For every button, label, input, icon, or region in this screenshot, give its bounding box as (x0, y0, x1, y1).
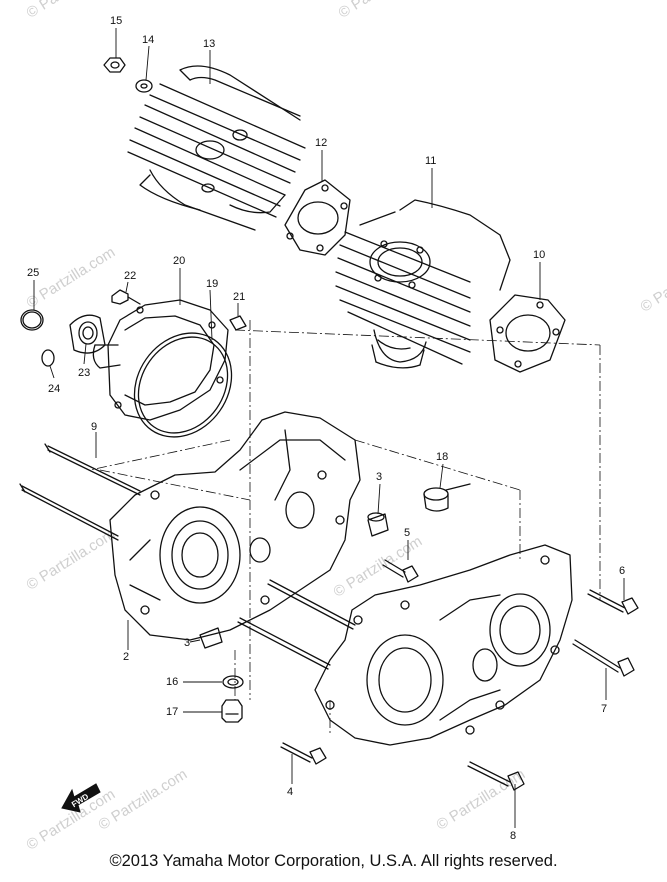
callout-22: 22 (124, 270, 137, 282)
callout-2: 2 (123, 651, 130, 663)
bolt (467, 761, 525, 791)
left-crankcase (109, 411, 361, 641)
callout-25: 25 (27, 267, 40, 279)
callout-5: 5 (404, 527, 411, 539)
o-ring-small (41, 349, 55, 367)
bolt (572, 639, 635, 677)
callout-3: 3 (376, 471, 383, 483)
leader-lines (33, 28, 625, 828)
callout-21: 21 (233, 291, 246, 303)
cylinder (335, 199, 511, 369)
head-gasket (284, 179, 351, 256)
crankcase-cover (92, 299, 229, 421)
callout-18: 18 (436, 451, 449, 463)
plug (423, 483, 471, 512)
gasket-washer (222, 675, 244, 689)
base-gasket (489, 294, 566, 373)
callout-10: 10 (533, 249, 546, 261)
callout-9: 9 (91, 421, 98, 433)
callout-14: 14 (142, 34, 155, 46)
right-crankcase (314, 544, 573, 746)
callout-16: 16 (166, 676, 179, 688)
alignment-lines (89, 320, 601, 735)
bolt (111, 289, 141, 305)
callout-3: 3 (184, 637, 191, 649)
cylinder-head (127, 65, 306, 231)
dowel (199, 512, 389, 649)
callout-24: 24 (48, 383, 61, 395)
o-ring (20, 309, 44, 331)
oil-seal (69, 314, 106, 354)
callout-20: 20 (173, 255, 186, 267)
callout-12: 12 (315, 137, 328, 149)
callout-15: 15 (110, 15, 123, 27)
stud-bolt (19, 443, 141, 541)
bolt (280, 742, 327, 765)
callout-11: 11 (425, 155, 437, 167)
callout-13: 13 (203, 38, 216, 50)
callout-23: 23 (78, 367, 91, 379)
callout-8: 8 (510, 830, 517, 842)
callout-17: 17 (166, 706, 179, 718)
drain-plug (221, 699, 243, 723)
bolt (382, 559, 419, 583)
callout-6: 6 (619, 565, 626, 577)
callout-7: 7 (601, 703, 608, 715)
forward-arrow-icon (61, 783, 101, 813)
copyright-notice: ©2013 Yamaha Motor Corporation, U.S.A. A… (109, 852, 558, 870)
callout-4: 4 (287, 786, 294, 798)
bolt (587, 589, 639, 615)
dowel-pin (229, 315, 247, 331)
cover-gasket (133, 332, 233, 438)
washer (135, 79, 153, 93)
callout-19: 19 (206, 278, 219, 290)
nut (103, 57, 126, 73)
